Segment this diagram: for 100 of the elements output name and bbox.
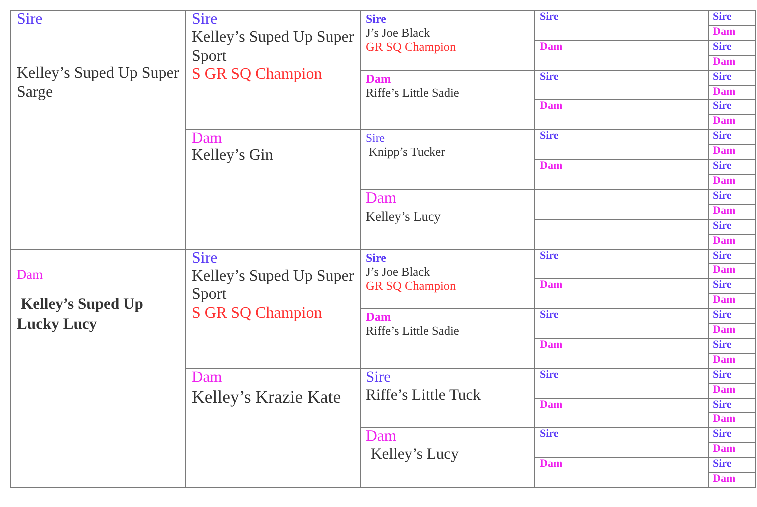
dam-label: Dam — [713, 204, 736, 218]
dam-label: Dam — [192, 130, 222, 148]
pedigree-cell — [534, 10, 708, 40]
pedigree-cell — [708, 174, 756, 189]
pedigree-cell — [534, 218, 708, 248]
sire-label: Sire — [713, 458, 732, 472]
pedigree-cell — [708, 248, 756, 264]
sire-label: Sire — [713, 160, 732, 174]
dam-label: Dam — [540, 398, 563, 412]
dam-label: Dam — [366, 428, 397, 446]
sire-label: Sire — [366, 131, 386, 146]
pedigree-cell — [708, 427, 756, 442]
pedigree-cell — [708, 24, 756, 40]
dam-label: Dam — [713, 384, 736, 397]
dam-label: Dam — [713, 413, 736, 426]
pedigree-cell — [10, 248, 185, 488]
pedigree-cell — [708, 293, 756, 308]
sire-label: Sire — [540, 309, 559, 322]
pedigree-cell — [534, 248, 708, 278]
pedigree-cell — [10, 10, 185, 248]
sire-label: Sire — [192, 11, 218, 30]
dam-label: Dam — [713, 56, 736, 69]
pedigree-cell — [708, 144, 756, 160]
pedigree-cell — [708, 278, 756, 294]
dam-label: Dam — [713, 115, 736, 128]
pedigree-cell — [708, 54, 756, 70]
dam-label: Dam — [713, 174, 736, 188]
sire-label: Sire — [713, 11, 732, 24]
sire-label: Sire — [540, 11, 559, 24]
sire-label: Sire — [713, 250, 732, 262]
pedigree-cell — [708, 472, 756, 488]
sire-label: Sire — [713, 398, 732, 412]
pedigree-cell — [708, 129, 756, 144]
pedigree-cell — [708, 352, 756, 368]
pedigree-cell — [534, 129, 708, 160]
sire-label: Sire — [366, 12, 386, 26]
dog-name: Kelley’s Suped Up Lucky Lucy — [17, 295, 144, 335]
sire-label: Sire — [713, 309, 732, 322]
sire-label: Sire — [713, 220, 732, 233]
pedigree-cell — [534, 188, 708, 219]
award-text: S GR SQ Champion — [192, 304, 322, 324]
sire-label: Sire — [540, 250, 559, 262]
pedigree-cell — [708, 368, 756, 383]
pedigree-cell — [708, 188, 756, 204]
pedigree-cell — [534, 99, 708, 130]
dog-name: Kelley’s Suped Up Super Sport — [192, 29, 356, 66]
pedigree-cell — [708, 412, 756, 428]
dam-label: Dam — [713, 324, 736, 338]
dog-name: Kelley’s Lucy — [366, 208, 441, 225]
pedigree-cell — [185, 129, 360, 248]
sire-label: Sire — [713, 338, 732, 352]
pedigree-cell — [534, 338, 708, 368]
pedigree-cell — [360, 368, 534, 428]
dam-label: Dam — [366, 72, 392, 86]
award-text: GR SQ Champion — [366, 40, 456, 54]
pedigree-cell — [708, 398, 756, 412]
pedigree-cell — [708, 114, 756, 130]
pedigree-cell — [534, 308, 708, 338]
sire-label: Sire — [713, 190, 732, 203]
dog-name: Knipp’s Tucker — [368, 145, 446, 160]
pedigree-cell — [360, 248, 534, 308]
dam-label: Dam — [713, 473, 736, 486]
pedigree-cell — [185, 248, 360, 368]
pedigree-cell — [360, 129, 534, 189]
sire-label: Sire — [713, 40, 732, 54]
pedigree-cell — [708, 442, 756, 458]
sire-label: Sire — [713, 279, 732, 292]
pedigree-cell — [708, 263, 756, 278]
pedigree-cell — [708, 308, 756, 324]
pedigree-cell — [534, 159, 708, 189]
pedigree-cell — [708, 159, 756, 174]
pedigree-cell — [534, 70, 708, 100]
pedigree-cell — [708, 382, 756, 398]
pedigree-cell — [708, 84, 756, 100]
dam-label: Dam — [713, 264, 736, 278]
dog-name: Kelley’s Suped Up Super Sport — [192, 268, 356, 305]
sire-label: Sire — [713, 100, 732, 114]
pedigree-cell — [708, 99, 756, 114]
pedigree-cell — [708, 457, 756, 472]
dog-name: J’s Joe Black — [366, 26, 430, 40]
dam-label: Dam — [17, 266, 44, 282]
pedigree-cell — [360, 10, 534, 70]
pedigree-cell — [534, 368, 708, 398]
sire-label: Sire — [540, 368, 559, 382]
pedigree-cell — [185, 368, 360, 488]
dam-label: Dam — [713, 443, 736, 456]
dam-label: Dam — [540, 100, 563, 114]
dam-label: Dam — [540, 458, 563, 472]
dam-label: Dam — [713, 354, 736, 367]
dog-name: J’s Joe Black — [366, 264, 430, 278]
sire-label: Sire — [713, 130, 732, 144]
award-text: S GR SQ Champion — [192, 66, 322, 85]
pedigree-cell — [708, 323, 756, 338]
sire-label: Sire — [366, 368, 391, 387]
dam-label: Dam — [540, 338, 563, 352]
sire-label: Sire — [192, 250, 218, 268]
sire-label: Sire — [713, 368, 732, 382]
dam-label: Dam — [540, 279, 563, 292]
pedigree-cell — [708, 40, 756, 55]
dam-label: Dam — [713, 86, 736, 99]
